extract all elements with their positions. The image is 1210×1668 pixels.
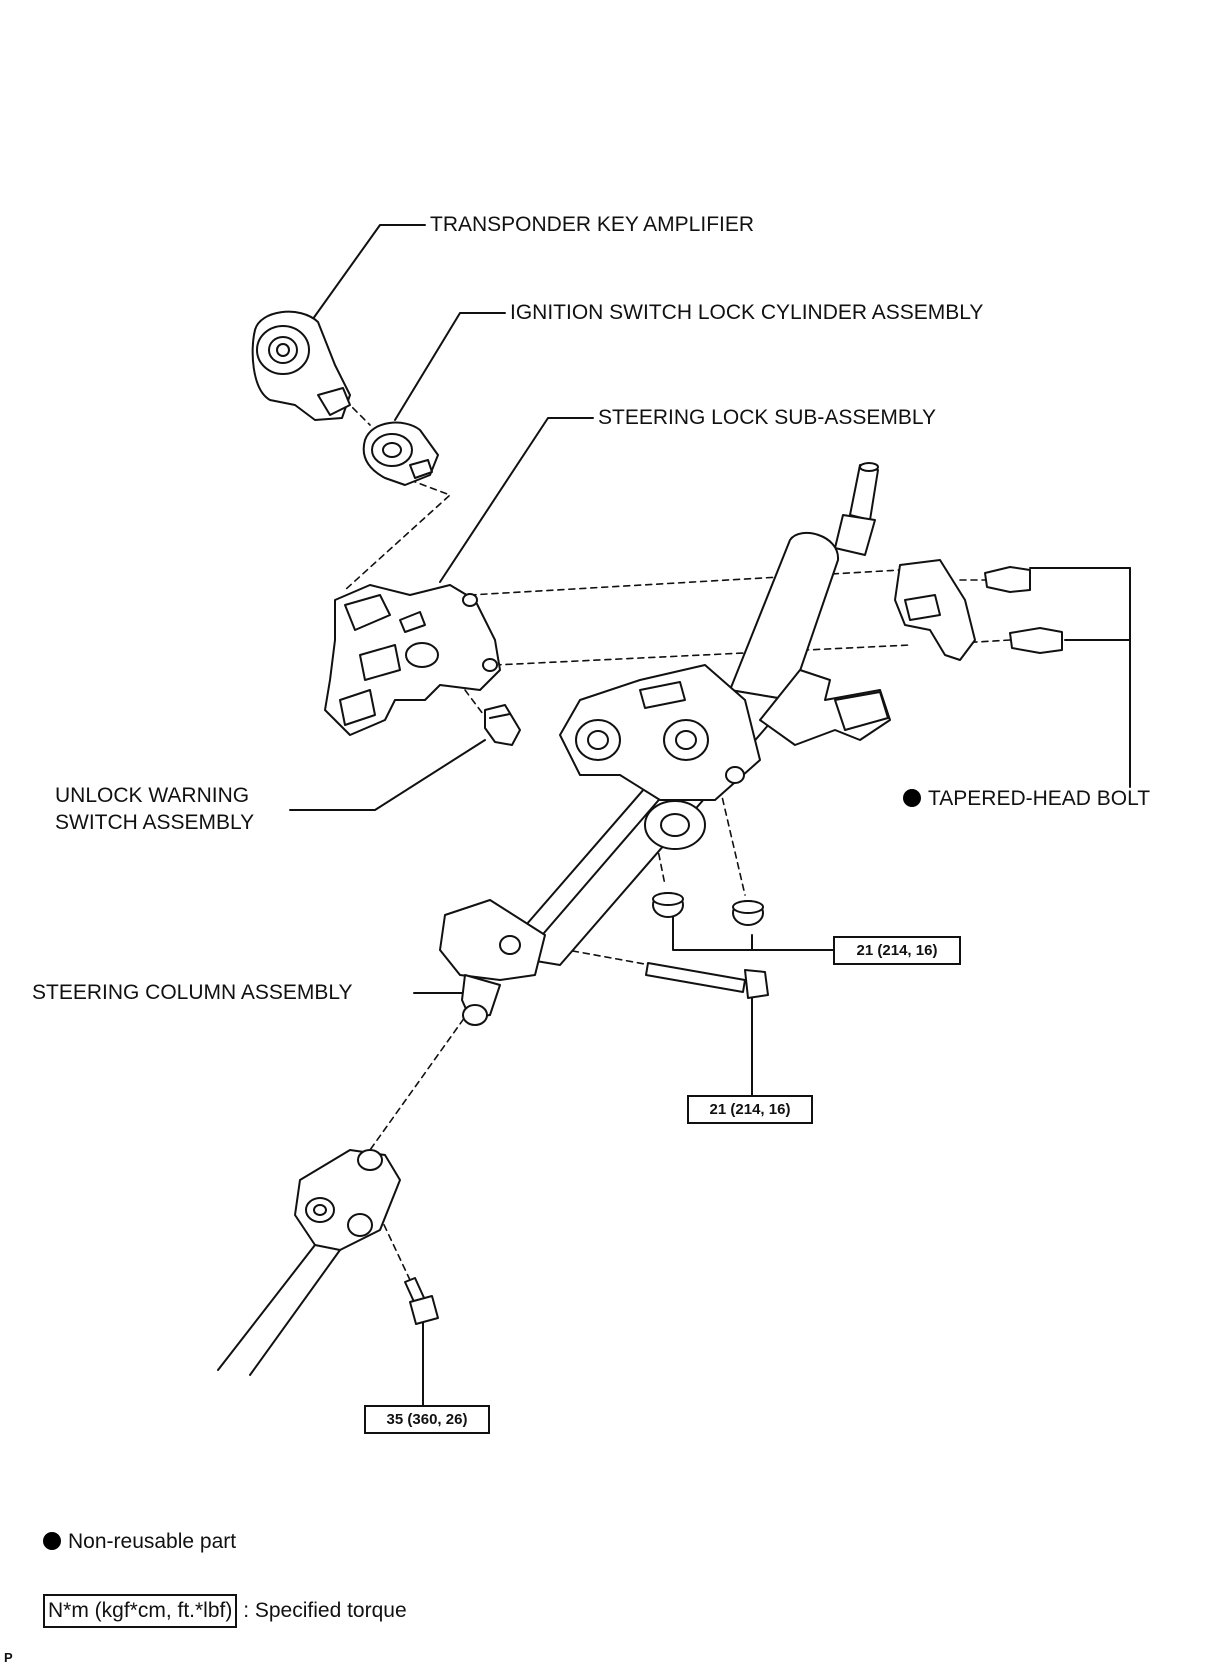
ignition-lock-cylinder-part [362, 421, 439, 486]
tapered-head-bolt-text: TAPERED-HEAD BOLT [928, 787, 1151, 810]
label-unlock-warning-line1: UNLOCK WARNING [55, 784, 250, 807]
column-mounting-nuts [652, 892, 764, 926]
label-transponder-key-amplifier: TRANSPONDER KEY AMPLIFIER [430, 213, 755, 236]
unlock-warning-switch-part [484, 704, 521, 746]
legend-non-reusable-text: Non-reusable part [68, 1530, 237, 1553]
label-steering-column-assembly: STEERING COLUMN ASSEMBLY [32, 981, 353, 1004]
label-ignition-switch-lock-cylinder: IGNITION SWITCH LOCK CYLINDER ASSEMBLY [510, 301, 984, 324]
legend-dot-icon [43, 1532, 61, 1550]
joint-bolt [404, 1277, 439, 1325]
non-reusable-dot-icon [903, 789, 921, 807]
intermediate-shaft-part [217, 1149, 401, 1376]
bracket-and-tapered-bolts [894, 559, 1063, 661]
label-steering-lock-sub-assembly: STEERING LOCK SUB-ASSEMBLY [598, 406, 937, 429]
figure-code: P [4, 1650, 13, 1665]
torque-column-nuts: 21 (214, 16) [833, 936, 961, 965]
column-mounting-bolt [645, 962, 769, 999]
leader-lines [289, 224, 1131, 1406]
legend-torque-desc: : Specified torque [243, 1599, 407, 1622]
steering-lock-part [324, 584, 501, 736]
steering-column-part [439, 462, 891, 1026]
legend-specified-torque: N*m (kgf*cm, ft.*lbf) : Specified torque [43, 1594, 407, 1628]
torque-column-bolt: 21 (214, 16) [687, 1095, 813, 1124]
legend-non-reusable: Non-reusable part [43, 1530, 236, 1554]
transponder-key-amplifier-part [251, 310, 351, 421]
torque-joint-bolt: 35 (360, 26) [364, 1405, 490, 1434]
label-unlock-warning-line2: SWITCH ASSEMBLY [55, 811, 255, 834]
label-tapered-head-bolt: TAPERED-HEAD BOLT [903, 787, 1150, 811]
legend-torque-unit-box: N*m (kgf*cm, ft.*lbf) [43, 1594, 238, 1628]
